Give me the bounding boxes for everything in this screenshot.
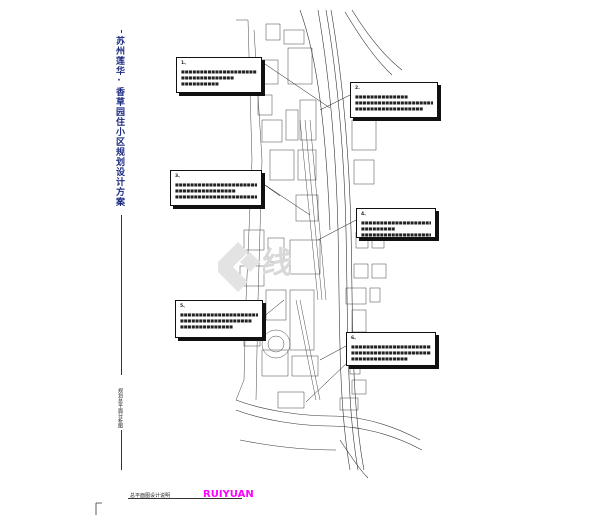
callout-line: ■■■■■■■■■■■■■■■■ [175,188,236,193]
caption-rule [128,498,242,499]
watermark-text: 线 [262,246,294,281]
callout-1: 1、 ■■■■■■■■■■■■■■■■■■■■■■■■■ ■■■■■■■■■■■… [176,57,262,93]
callout-line: ■■■■■■■■■■■■■■ [355,94,408,99]
callout-line: ■■■■■■■■■■■■■■■■■■■ [180,318,252,323]
callout-line: ■■■■■■■■■■■■■■■■■■■■■■ [361,220,431,225]
sheet-title: 苏州莲华·香草园住小区规划设计方案 [114,36,124,207]
callout-line: ■■■■■■■■■■ [181,81,219,86]
callout-line: ■■■■■■■■■■■■■■■■■■■■■■■■■■ [351,344,431,349]
callout-heading: 5、 [180,304,188,309]
callout-line: ■■■■■■■■■ [361,226,396,231]
callout-line: ■■■■■■■■■■■■■■■■■■■■■■ [175,194,257,199]
callout-line: ■■■■■■■■■■■■■■■■■■■■■■■ [180,312,258,317]
watermark-logo-icon [218,242,260,292]
sheet-caption: 总平面图设计说明 [130,493,171,499]
callout-heading: 1、 [181,61,189,66]
title-rule [121,215,122,375]
callout-heading: 3、 [175,174,183,179]
callout-line: ■■■■■■■■■■■■■■■■■■■■ [361,232,431,237]
callout-line: ■■■■■■■■■■■■■■■■■■■■■■ [355,100,433,105]
callout-line: ■■■■■■■■■■■■■■■■■■ [355,106,424,111]
callout-heading: 6、 [351,336,359,341]
callout-4: 4、 ■■■■■■■■■■■■■■■■■■■■■■ ■■■■■■■■■ ■■■■… [356,208,436,238]
callout-line: ■■■■■■■■■■■■■■■■■■■■■■■■■ [175,182,257,187]
callout-3: 3、 ■■■■■■■■■■■■■■■■■■■■■■■■■ ■■■■■■■■■■■… [170,170,262,206]
callout-line: ■■■■■■■■■■■■■■■ [351,356,408,361]
callout-6: 6、 ■■■■■■■■■■■■■■■■■■■■■■■■■■ ■■■■■■■■■■… [346,332,436,366]
callout-5: 5、 ■■■■■■■■■■■■■■■■■■■■■■■ ■■■■■■■■■■■■■… [175,300,263,338]
callout-line: ■■■■■■■■■■■■■■■■■■■■■■■■■ [181,69,257,74]
subtitle-rule [121,430,122,470]
callout-heading: 4、 [361,212,369,217]
sheet-subtitle: 规划总平面分析图 [117,388,123,428]
callout-line: ■■■■■■■■■■■■■■■■■■■■■■ [351,350,431,355]
ruiyuan-logo: RUIYUAN [203,489,254,500]
callout-line: ■■■■■■■■■■■■■■ [181,75,234,80]
callout-line: ■■■■■■■■■■■■■■ [180,324,233,329]
title-divider [121,30,122,33]
callout-2: 2. ■■■■■■■■■■■■■■ ■■■■■■■■■■■■■■■■■■■■■■… [350,82,438,118]
callout-heading: 2. [355,86,360,91]
